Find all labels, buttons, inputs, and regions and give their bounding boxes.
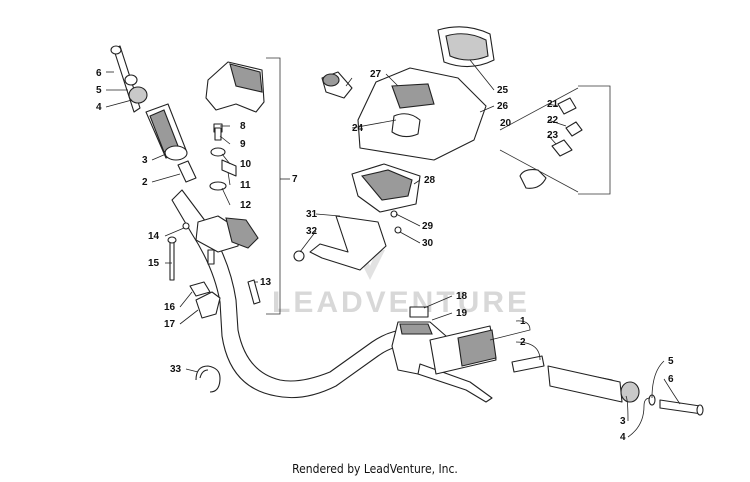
instrument-pod bbox=[293, 26, 495, 271]
o-ring-12 bbox=[209, 181, 227, 191]
end-cap-4-left bbox=[128, 86, 148, 104]
callout-4-right: 4 bbox=[620, 432, 626, 443]
callout-23: 23 bbox=[547, 130, 559, 141]
callout-28: 28 bbox=[424, 175, 436, 186]
callout-2-left: 2 bbox=[142, 177, 148, 188]
watermark-text: LEADVENTURE bbox=[272, 286, 530, 319]
clamp-17 bbox=[195, 291, 221, 319]
callout-29: 29 bbox=[422, 221, 434, 232]
callout-27: 27 bbox=[370, 69, 382, 80]
callout-19: 19 bbox=[456, 308, 468, 319]
clamp-assembly bbox=[167, 215, 261, 319]
leader-lines bbox=[105, 59, 681, 438]
screw-14 bbox=[182, 222, 190, 230]
watermark: LEADVENTURE bbox=[272, 250, 530, 319]
callout-1: 1 bbox=[520, 316, 526, 327]
callout-15: 15 bbox=[148, 258, 160, 269]
callout-6-left: 6 bbox=[96, 68, 102, 79]
end-cap-4-right bbox=[620, 381, 640, 403]
callout-17: 17 bbox=[164, 319, 176, 330]
group-brackets bbox=[266, 57, 611, 315]
callout-18: 18 bbox=[456, 291, 468, 302]
callout-10: 10 bbox=[240, 159, 252, 170]
left-grip-assembly bbox=[110, 45, 197, 183]
callout-20: 20 bbox=[500, 118, 512, 129]
key-21 bbox=[557, 97, 577, 115]
throttle-2-left bbox=[177, 160, 197, 183]
callout-7: 7 bbox=[292, 174, 298, 185]
washer-10 bbox=[210, 147, 226, 157]
callout-14: 14 bbox=[148, 231, 160, 242]
callout-25: 25 bbox=[497, 85, 509, 96]
callout-21: 21 bbox=[547, 99, 559, 110]
nut-22 bbox=[565, 121, 583, 137]
callout-13: 13 bbox=[260, 277, 272, 288]
callout-4-left: 4 bbox=[96, 102, 102, 113]
bolt-15 bbox=[169, 239, 175, 281]
callout-12: 12 bbox=[240, 200, 252, 211]
callout-labels: 6 5 4 3 2 8 9 10 11 12 7 14 15 13 16 17 … bbox=[96, 68, 674, 443]
callout-24: 24 bbox=[352, 123, 364, 134]
pod-26 bbox=[357, 67, 487, 161]
switch-20 bbox=[519, 169, 547, 189]
switch-cover-stack bbox=[205, 61, 265, 191]
screw-29 bbox=[390, 210, 398, 218]
callout-31: 31 bbox=[306, 209, 318, 220]
callout-8: 8 bbox=[240, 121, 246, 132]
callout-30: 30 bbox=[422, 238, 434, 249]
throttle-2-right bbox=[511, 355, 545, 373]
callout-26: 26 bbox=[497, 101, 509, 112]
callout-16: 16 bbox=[164, 302, 176, 313]
screw-13 bbox=[247, 279, 261, 305]
callout-22: 22 bbox=[547, 115, 559, 126]
callout-33: 33 bbox=[170, 364, 182, 375]
grommet-32 bbox=[293, 250, 305, 262]
cover-27 bbox=[391, 83, 435, 109]
callout-5-right: 5 bbox=[668, 356, 674, 367]
clamp-16 bbox=[189, 281, 211, 297]
clamp-33 bbox=[195, 365, 221, 393]
footer-credit: Rendered by LeadVenture, Inc. bbox=[292, 462, 458, 476]
washer-5-left bbox=[124, 74, 138, 86]
bracket-31 bbox=[309, 215, 387, 271]
nut-11 bbox=[221, 159, 237, 177]
washer-23 bbox=[551, 139, 573, 157]
screw-30 bbox=[394, 226, 402, 234]
callout-3-right: 3 bbox=[620, 416, 626, 427]
part-18 bbox=[409, 306, 429, 318]
callout-32: 32 bbox=[306, 226, 318, 237]
right-control-assembly bbox=[391, 306, 704, 416]
key-switch-group bbox=[519, 97, 583, 189]
callout-6-right: 6 bbox=[668, 374, 674, 385]
callout-2-right: 2 bbox=[520, 337, 526, 348]
bolt-6-right bbox=[659, 399, 703, 415]
callout-5-left: 5 bbox=[96, 85, 102, 96]
callout-9: 9 bbox=[240, 139, 246, 150]
callout-3-left: 3 bbox=[142, 155, 148, 166]
callout-11: 11 bbox=[240, 180, 251, 191]
